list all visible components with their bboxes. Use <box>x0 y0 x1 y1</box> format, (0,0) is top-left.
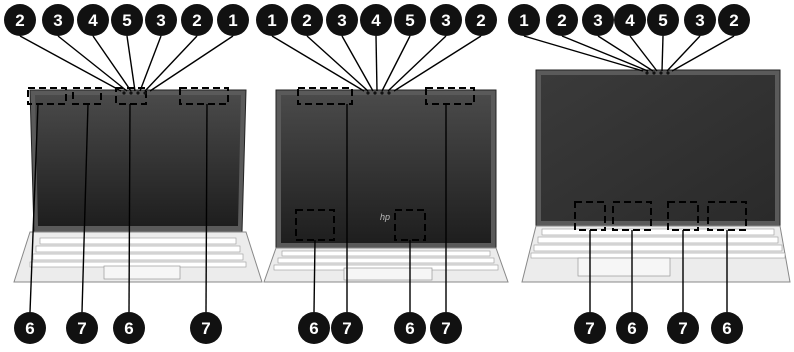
laptop-1: 2 3 4 5 3 2 1 6 7 6 7 <box>4 4 262 344</box>
callout-number: 1 <box>519 11 528 30</box>
callout-number: 3 <box>695 11 704 30</box>
callout-marker: 5 <box>111 4 143 36</box>
callout-number: 5 <box>405 11 414 30</box>
callout-number: 1 <box>228 11 237 30</box>
callout-marker: 3 <box>145 4 177 36</box>
callout-marker: 3 <box>326 4 358 36</box>
hp-logo-icon: hp <box>380 212 390 222</box>
callout-number: 5 <box>658 11 667 30</box>
callout-marker: 2 <box>4 4 36 36</box>
callout-number: 3 <box>156 11 165 30</box>
callout-number: 3 <box>53 11 62 30</box>
laptop-1-touchpad <box>104 266 180 279</box>
callout-marker: 6 <box>394 312 426 344</box>
callout-marker: 1 <box>508 4 540 36</box>
callout-number: 7 <box>201 319 210 338</box>
callout-marker: 6 <box>14 312 46 344</box>
callout-number: 4 <box>371 11 381 30</box>
callout-marker: 2 <box>465 4 497 36</box>
callout-number: 3 <box>593 11 602 30</box>
callout-number: 2 <box>729 11 738 30</box>
callout-number: 6 <box>124 319 133 338</box>
callout-marker: 2 <box>291 4 323 36</box>
callout-marker: 6 <box>711 312 743 344</box>
callout-marker: 7 <box>574 312 606 344</box>
callout-number: 4 <box>625 11 635 30</box>
laptop-2-keyboard <box>274 251 498 270</box>
callout-marker: 5 <box>647 4 679 36</box>
callout-number: 3 <box>337 11 346 30</box>
callout-number: 6 <box>25 319 34 338</box>
callout-marker: 6 <box>298 312 330 344</box>
callout-marker: 1 <box>256 4 288 36</box>
callout-number: 4 <box>88 11 98 30</box>
callout-marker: 6 <box>113 312 145 344</box>
callout-number: 2 <box>15 11 24 30</box>
callout-number: 7 <box>585 319 594 338</box>
laptop-3: 1 2 3 4 5 3 2 7 6 7 6 <box>508 4 790 344</box>
callout-marker: 7 <box>331 312 363 344</box>
laptop-3-touchpad <box>578 258 670 276</box>
callout-number: 7 <box>678 319 687 338</box>
callout-marker: 4 <box>77 4 109 36</box>
callout-marker: 3 <box>582 4 614 36</box>
callout-marker: 3 <box>684 4 716 36</box>
laptop-2: hp <box>256 4 508 344</box>
callout-marker: 3 <box>42 4 74 36</box>
callout-number: 7 <box>77 319 86 338</box>
callout-number: 2 <box>192 11 201 30</box>
callout-marker: 7 <box>190 312 222 344</box>
callout-number: 2 <box>476 11 485 30</box>
callout-number: 3 <box>441 11 450 30</box>
callout-marker: 7 <box>66 312 98 344</box>
callout-marker: 6 <box>616 312 648 344</box>
callout-number: 7 <box>342 319 351 338</box>
callout-number: 6 <box>309 319 318 338</box>
callout-marker: 7 <box>430 312 462 344</box>
callout-number: 6 <box>405 319 414 338</box>
callout-marker: 3 <box>430 4 462 36</box>
callout-number: 2 <box>302 11 311 30</box>
laptop-2-touchpad <box>344 268 432 280</box>
callout-marker: 2 <box>181 4 213 36</box>
callout-number: 5 <box>122 11 131 30</box>
callout-marker: 2 <box>546 4 578 36</box>
callout-marker: 1 <box>217 4 249 36</box>
callout-marker: 2 <box>718 4 750 36</box>
callout-number: 1 <box>267 11 276 30</box>
callout-marker: 4 <box>614 4 646 36</box>
callout-marker: 5 <box>394 4 426 36</box>
callout-marker: 4 <box>360 4 392 36</box>
callout-number: 7 <box>441 319 450 338</box>
callout-number: 6 <box>627 319 636 338</box>
callout-number: 6 <box>722 319 731 338</box>
laptop-3-screen <box>541 75 775 221</box>
laptop-1-screen <box>35 95 241 226</box>
callout-number: 2 <box>557 11 566 30</box>
callout-marker: 7 <box>667 312 699 344</box>
